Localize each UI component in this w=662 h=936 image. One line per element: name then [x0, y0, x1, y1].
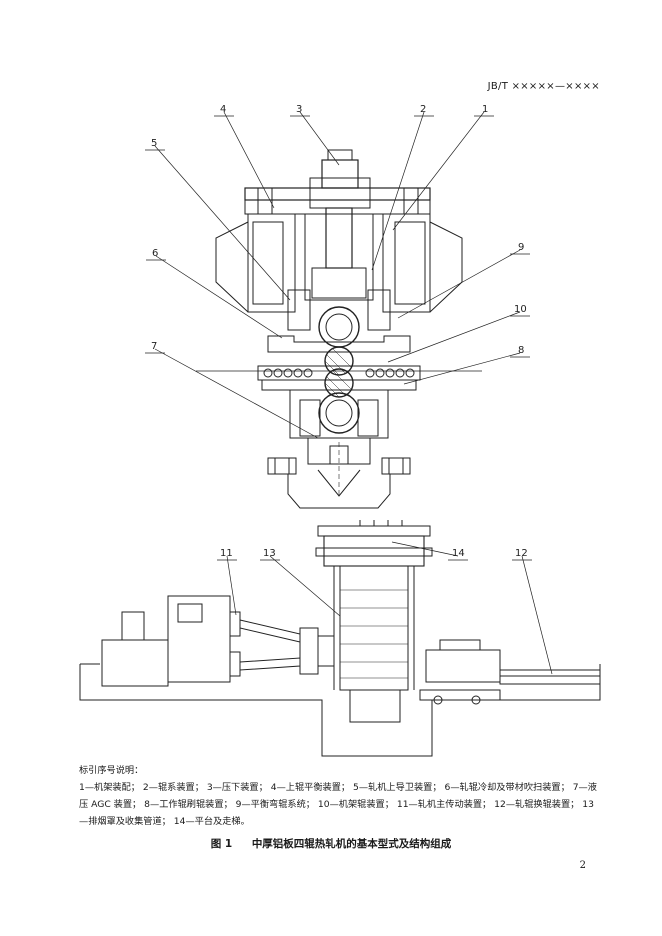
callout-7: 7 [151, 341, 157, 352]
legend-item: 1—机架装配； [79, 782, 140, 793]
callout-13: 13 [263, 548, 276, 559]
figure-title: 中厚铝板四辊热轧机的基本型式及结构组成 [251, 838, 452, 850]
side-elevation-view [79, 520, 601, 757]
callout-3: 3 [296, 104, 302, 115]
callout-11: 11 [220, 548, 233, 559]
legend-item: 10—机架辊装置； [317, 799, 394, 810]
callout-10: 10 [514, 304, 527, 315]
callout-6: 6 [152, 248, 158, 259]
callout-4: 4 [220, 104, 226, 115]
legend-item: 6—轧辊冷却及带材吹扫装置； [444, 782, 570, 793]
legend-title: 标引序号说明： [79, 765, 144, 776]
legend-body: 1—机架装配； 2—辊系装置； 3—压下装置； 4—上辊平衡装置； 5—轧机上导… [79, 779, 599, 830]
legend-item: 4—上辊平衡装置； [270, 782, 351, 793]
page-number: 2 [579, 860, 586, 871]
callout-1: 1 [482, 104, 488, 115]
legend-item: 9—平衡弯辊系统； [235, 799, 315, 810]
figure-caption: 图 1 中厚铝板四辊热轧机的基本型式及结构组成 [0, 836, 662, 851]
callout-8: 8 [518, 345, 524, 356]
figure-number: 图 1 [210, 838, 233, 850]
front-elevation-view [145, 111, 530, 509]
callout-2: 2 [420, 104, 426, 115]
legend-item: 2—辊系装置； [142, 782, 204, 793]
legend-item: 11—轧机主传动装置； [396, 799, 492, 810]
callout-5: 5 [151, 138, 157, 149]
legend-item: 7—液压 AGC 装置； [79, 782, 597, 810]
callout-numbers: 1 2 3 4 5 6 7 8 9 10 11 12 13 14 [151, 104, 528, 559]
legend-item: 12—轧辊换辊装置； [494, 799, 580, 810]
callout-9: 9 [518, 242, 524, 253]
legend-item: 14—平台及走梯。 [173, 816, 250, 827]
legend-item: 3—压下装置； [206, 782, 268, 793]
callout-14: 14 [452, 548, 465, 559]
legend-item: 13—排烟罩及收集管道； [79, 799, 594, 827]
standard-code: JB/T ×××××—×××× [487, 81, 600, 92]
legend-item: 5—轧机上导卫装置； [353, 782, 442, 793]
callout-12: 12 [515, 548, 528, 559]
figure-legend: 标引序号说明： 1—机架装配； 2—辊系装置； 3—压下装置； 4—上辊平衡装置… [79, 762, 599, 830]
engineering-drawing: 1 2 3 4 5 6 7 8 9 10 11 12 13 14 [79, 104, 601, 757]
legend-item: 8—工作辊刷辊装置； [144, 799, 233, 810]
